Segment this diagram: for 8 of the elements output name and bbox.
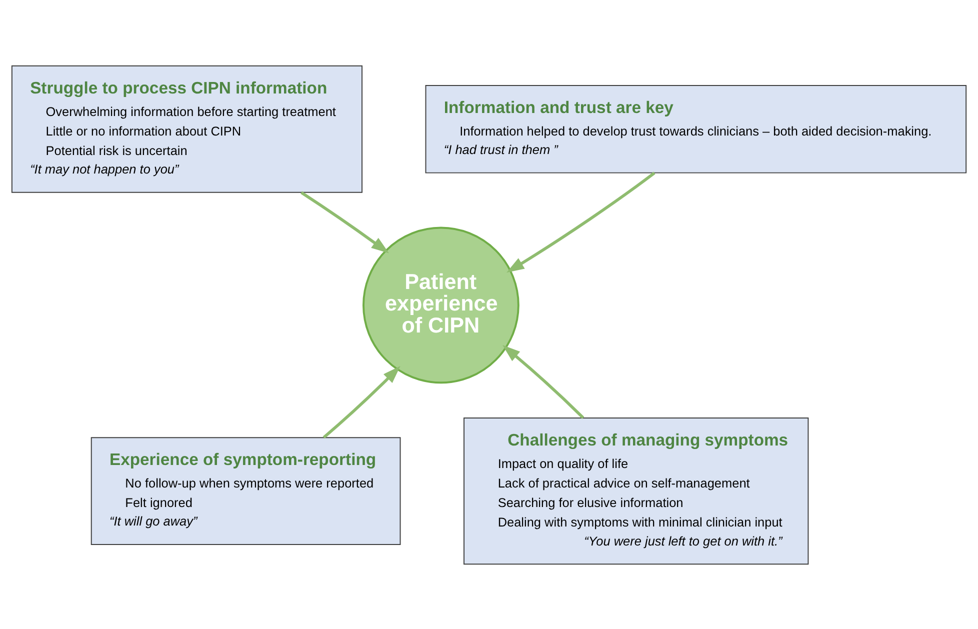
node-box: Experience of symptom-reporting No follow-up when symptoms were reported Felt ignored “It will go away” [90,436,401,544]
node-box: Challenges of managing symptoms Impact on quality of life Lack of practical advice on self-management Searching for elusive information Dealing with symptoms with minimal clinician input “You were just left to get on with it.” [464,416,809,564]
arrow [300,190,389,253]
node-box: Struggle to process CIPN information Overwhelming information before starting treatment Little or no information about CIPN Potential risk is uncertain “It may not happen to you” [11,64,362,192]
node-box: Information and trust are key Information helped to develop trust towards clinicians – both aided decision-making. “I had trust in them ” [425,84,967,173]
arrow [506,171,656,272]
arrow [502,344,584,418]
arrow [322,366,400,438]
